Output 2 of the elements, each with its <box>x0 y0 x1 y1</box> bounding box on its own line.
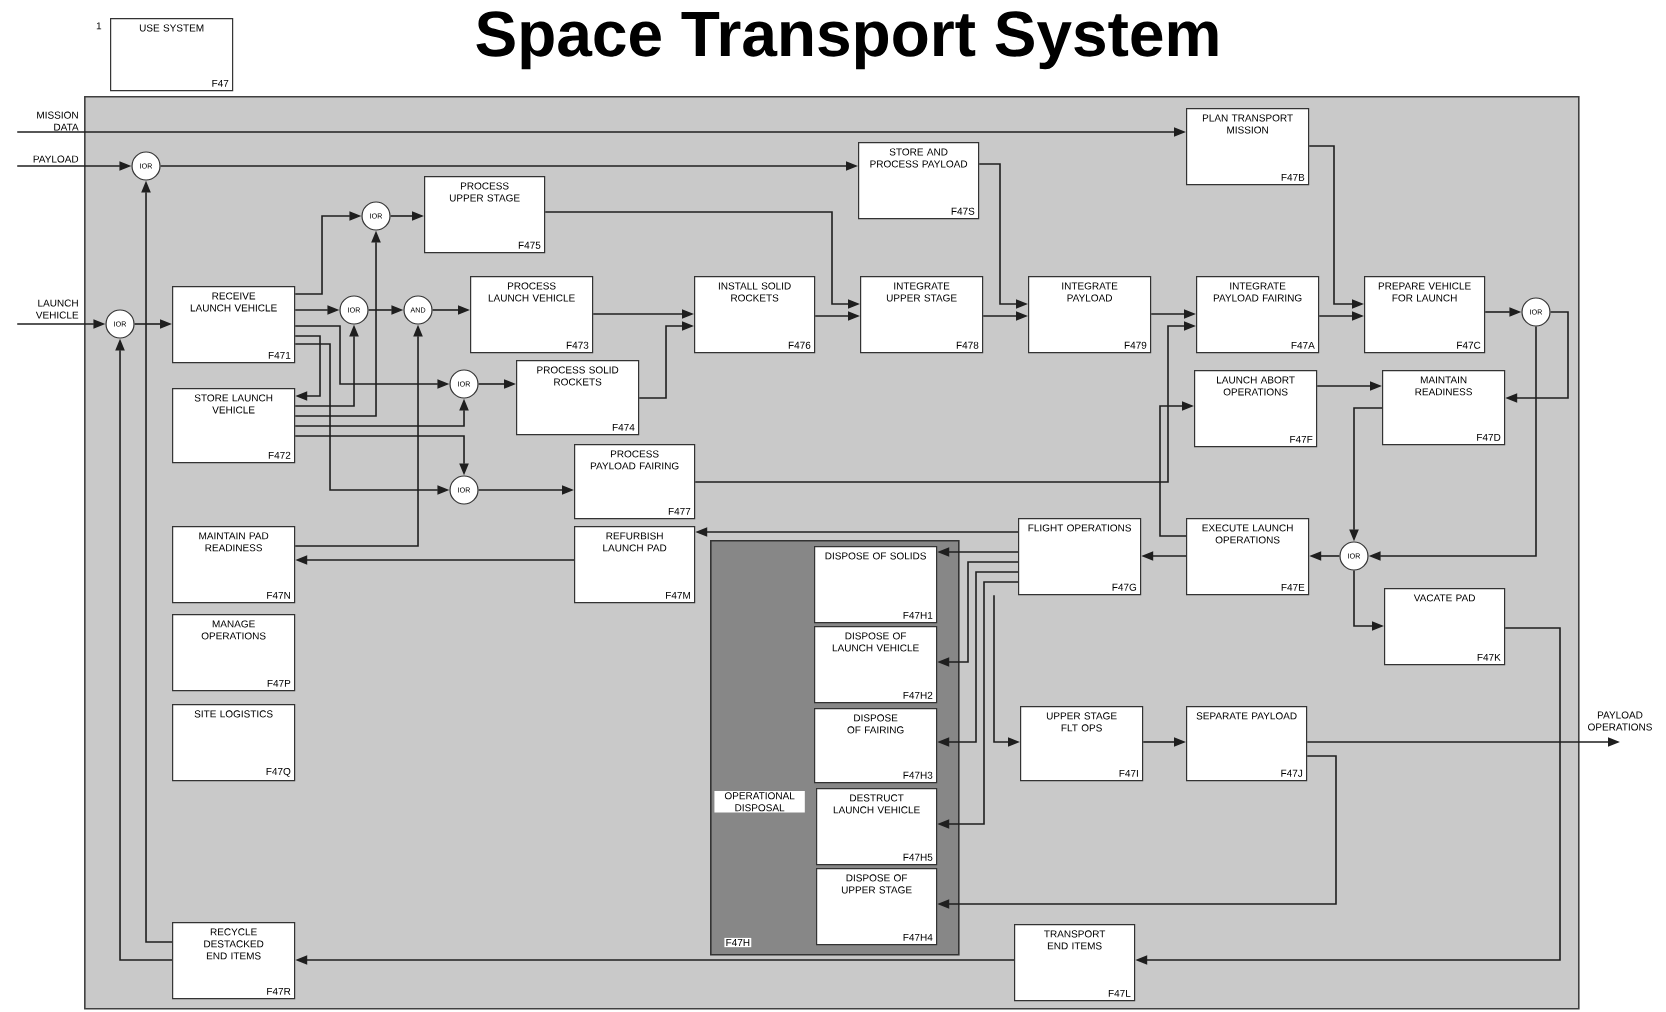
title: Space Transport System <box>476 11 1218 70</box>
arrow <box>294 335 321 401</box>
